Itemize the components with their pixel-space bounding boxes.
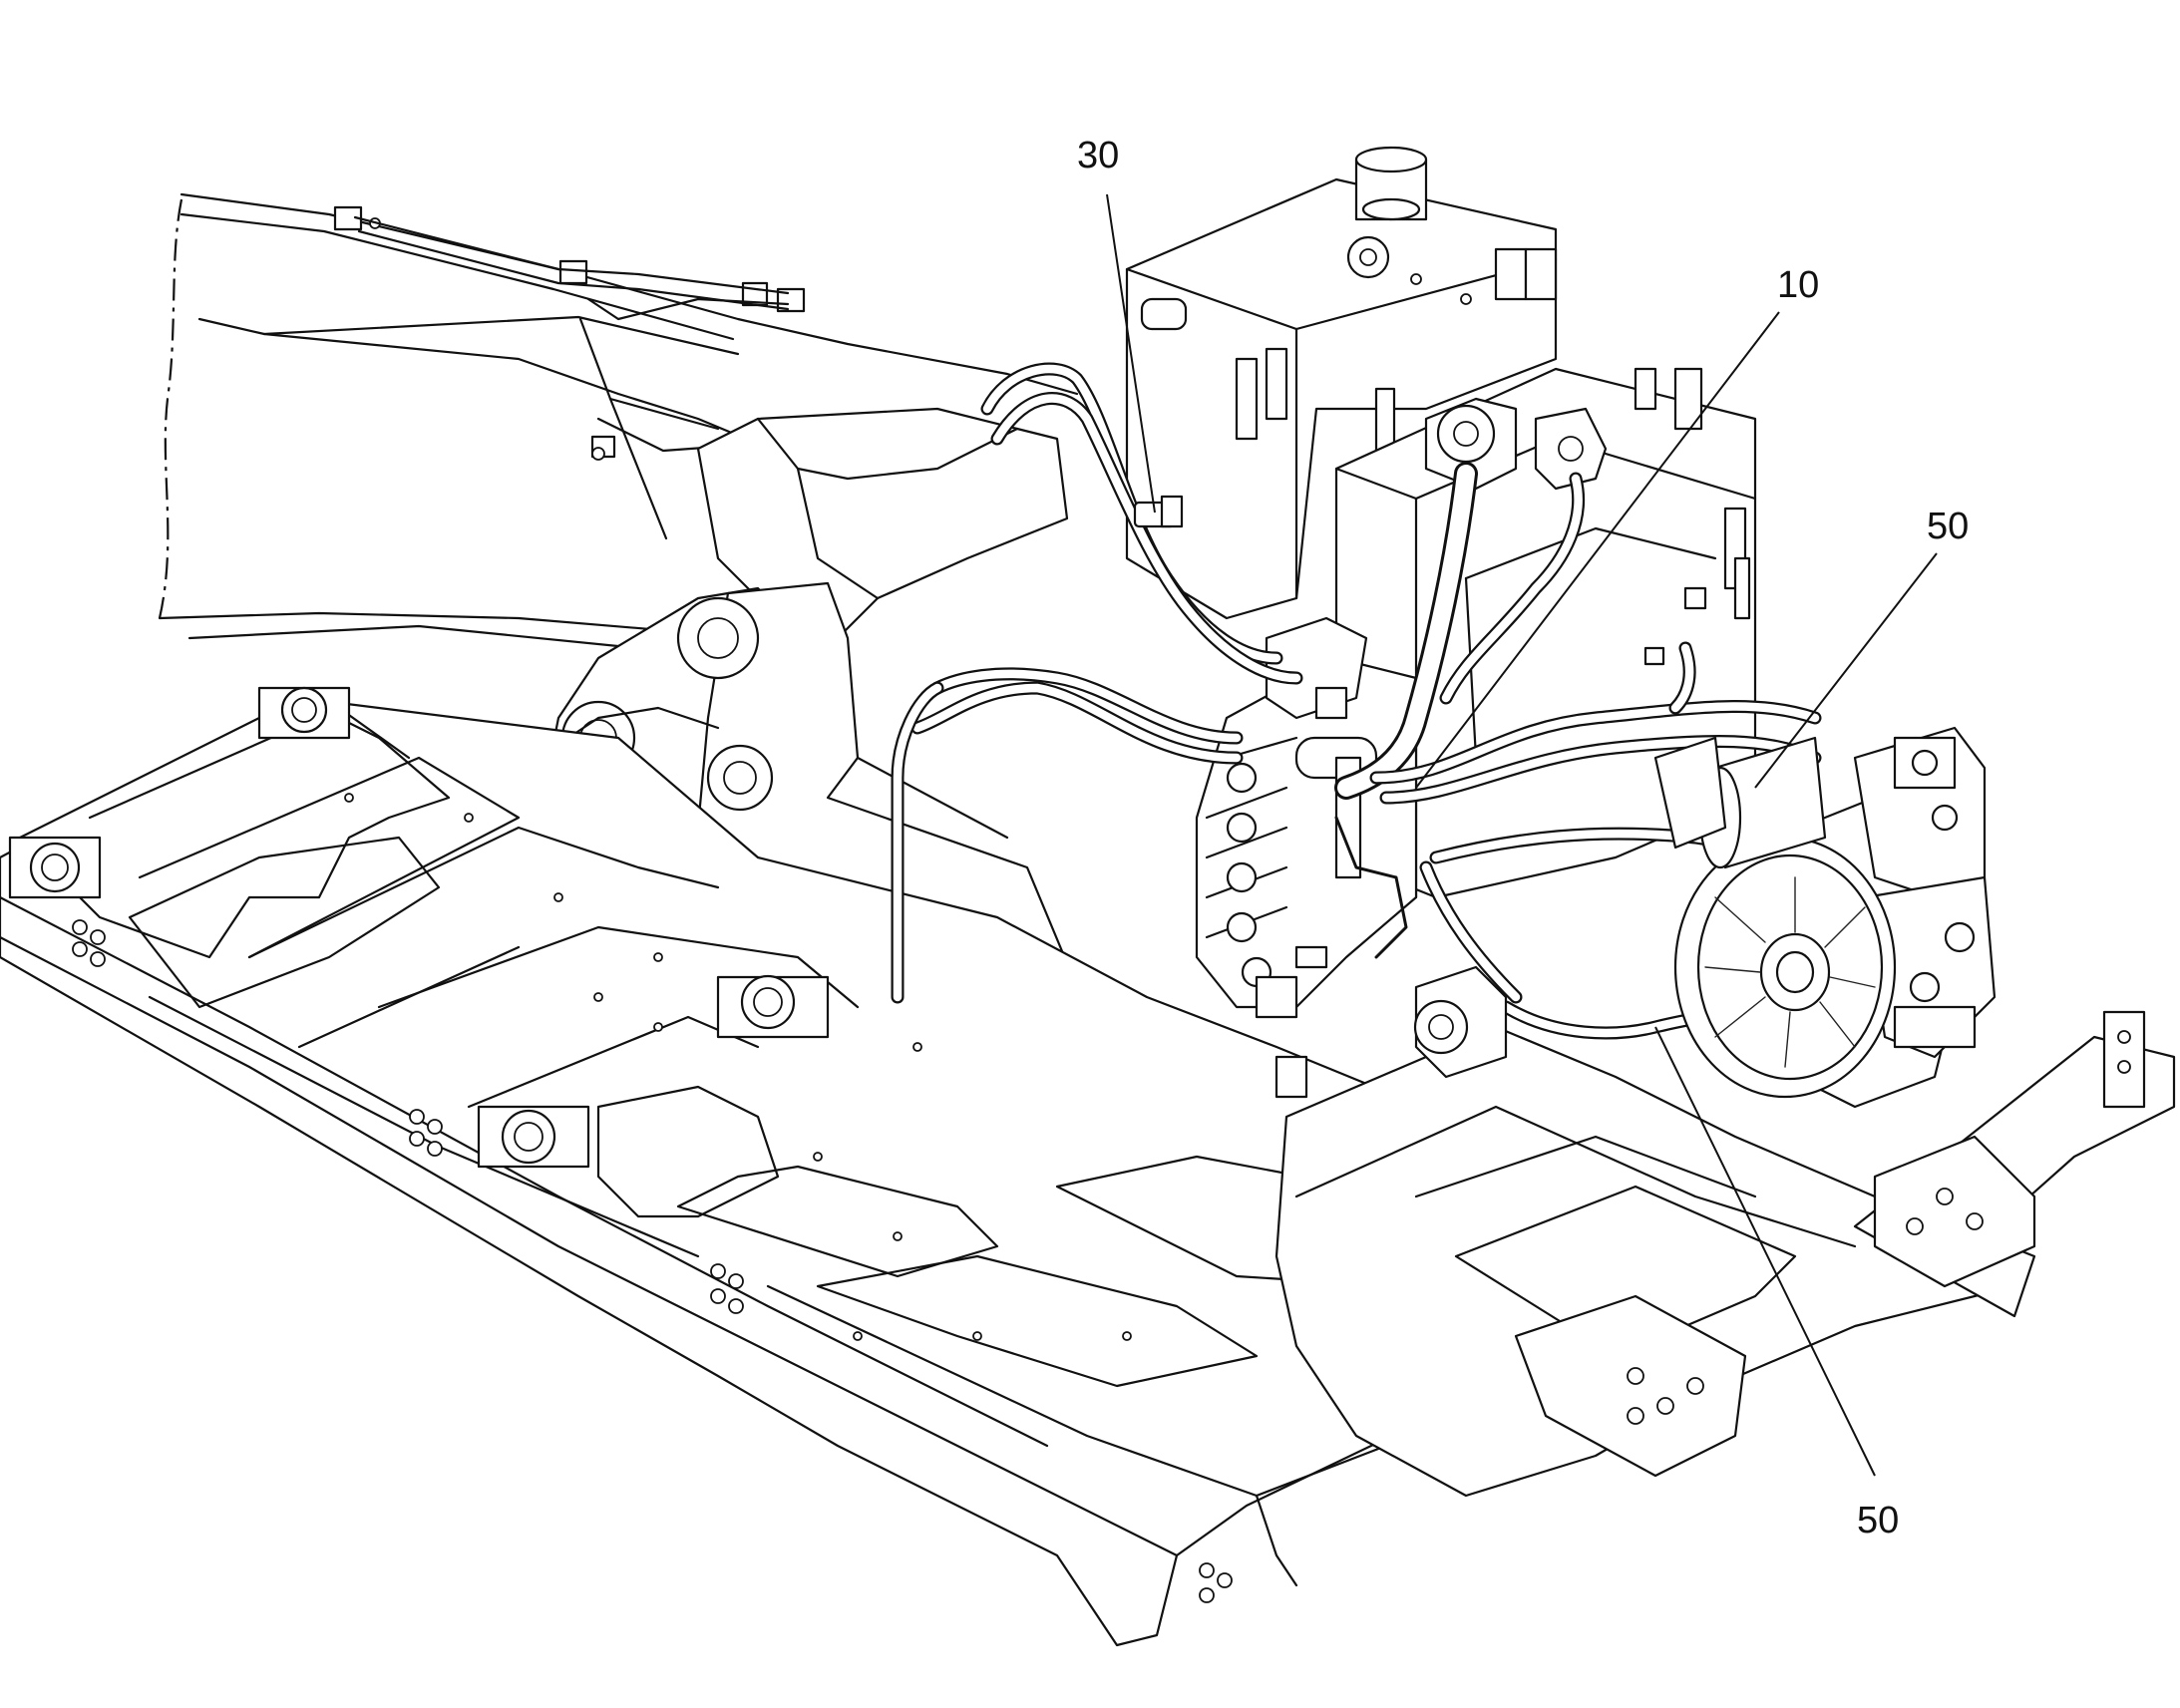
leader-50-upper <box>1754 552 1938 789</box>
callout-30: 30 <box>1077 135 1119 176</box>
leader-10 <box>1415 311 1780 789</box>
main-chassis <box>0 686 1697 1647</box>
main-pump-assembly <box>1653 726 1997 1109</box>
callout-50-lower: 50 <box>1857 1500 1899 1541</box>
right-subframe <box>1274 1010 2176 1498</box>
callout-50-upper: 50 <box>1927 506 1969 547</box>
control-valve <box>1195 616 1418 1009</box>
callout-10: 10 <box>1777 264 1819 306</box>
hose-clamp <box>1133 495 1184 528</box>
leader-lines <box>1106 193 1938 1477</box>
leader-50-lower <box>1654 1026 1876 1477</box>
hydraulic-hoses <box>891 362 1822 1040</box>
gear-pump <box>1255 965 1508 1099</box>
boom-hoses <box>353 215 790 321</box>
leader-30 <box>1106 193 1156 513</box>
